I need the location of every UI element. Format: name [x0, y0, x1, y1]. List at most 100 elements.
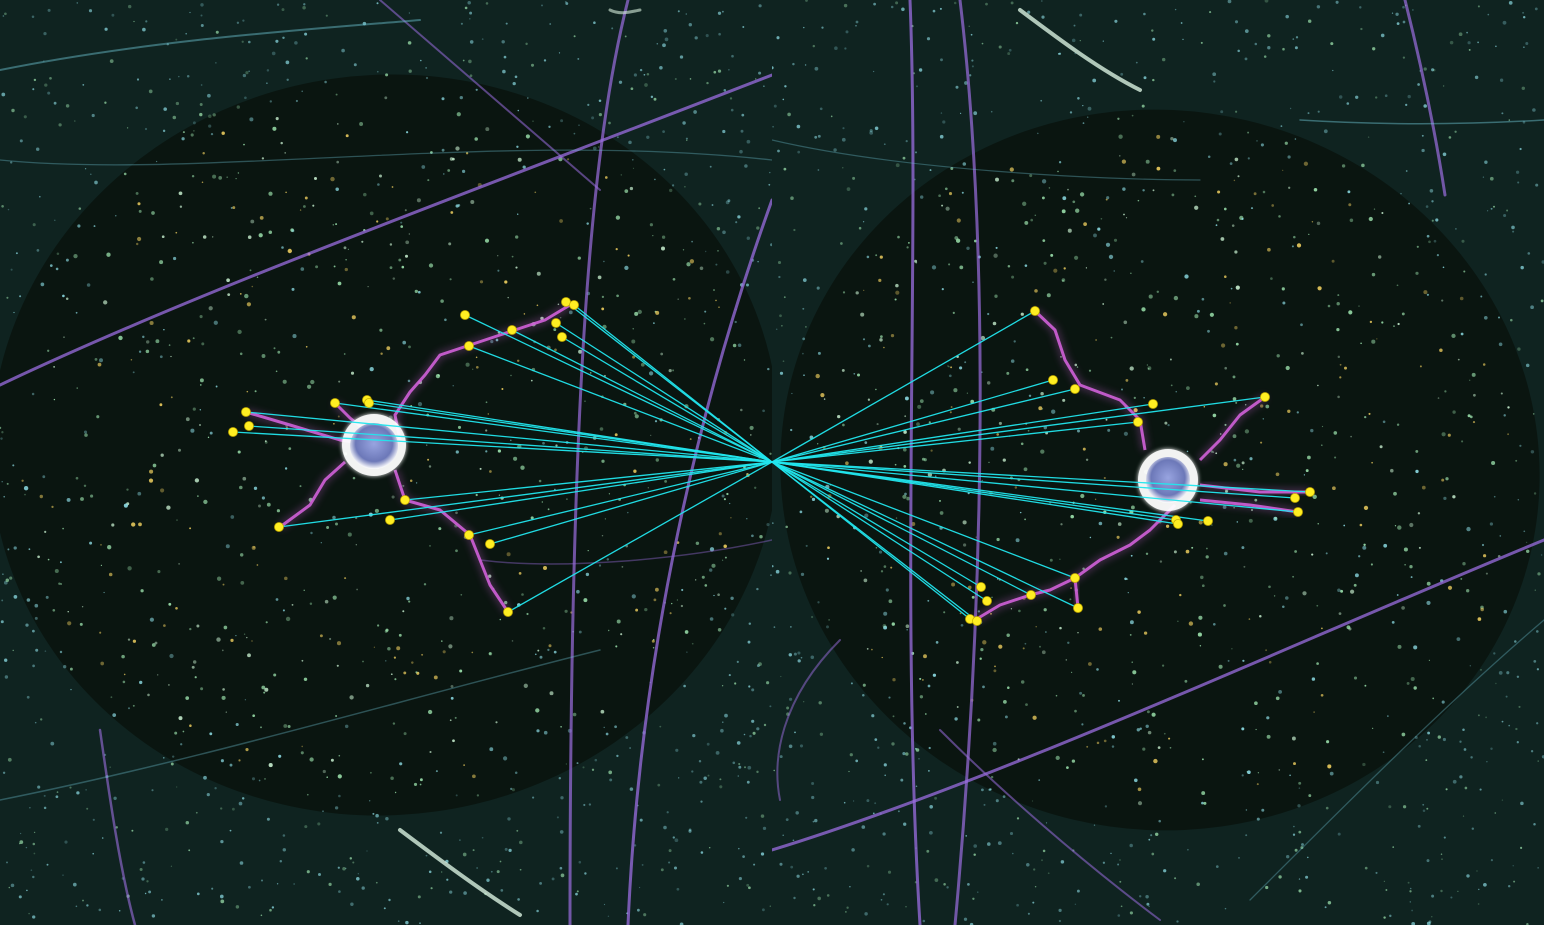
- fiber-left: [608, 8, 642, 15]
- speckle: [208, 306, 213, 311]
- speckle: [154, 641, 158, 645]
- speckle: [83, 484, 87, 488]
- keypoint-dot: [551, 318, 561, 328]
- speckle: [1308, 794, 1312, 798]
- speckle: [987, 312, 990, 316]
- speckle: [455, 146, 460, 151]
- speckle: [1360, 342, 1362, 345]
- speckle: [1478, 888, 1480, 891]
- speckle: [35, 648, 39, 652]
- speckle: [659, 725, 662, 728]
- speckle: [1147, 367, 1150, 370]
- speckle: [724, 556, 727, 559]
- speckle: [320, 542, 322, 544]
- speckle: [1023, 467, 1028, 472]
- speckle: [717, 628, 722, 632]
- speckle: [1525, 42, 1529, 45]
- speckle: [251, 640, 253, 642]
- keypoint-dot: [1290, 493, 1300, 503]
- speckle: [452, 739, 455, 743]
- speckle: [1127, 591, 1129, 594]
- speckle: [698, 202, 702, 206]
- speckle: [335, 223, 338, 226]
- speckle: [103, 591, 105, 594]
- speckle: [746, 283, 749, 287]
- speckle: [1, 480, 3, 483]
- speckle: [442, 650, 446, 654]
- speckle: [1209, 312, 1214, 317]
- speckle: [40, 718, 43, 721]
- speckle: [817, 169, 820, 171]
- speckle: [206, 792, 210, 797]
- speckle: [427, 179, 430, 182]
- speckle: [386, 346, 391, 351]
- speckle: [1124, 577, 1127, 581]
- speckle: [676, 887, 680, 891]
- speckle: [549, 691, 554, 696]
- speckle: [1171, 193, 1175, 197]
- speckle: [1479, 788, 1482, 791]
- speckle: [673, 866, 678, 870]
- speckle: [777, 149, 780, 153]
- speckle: [337, 281, 342, 286]
- keypoint-dot: [400, 495, 410, 505]
- speckle: [1375, 780, 1380, 785]
- speckle: [379, 328, 383, 332]
- speckle: [1353, 676, 1358, 680]
- speckle: [1321, 627, 1323, 630]
- speckle: [860, 570, 862, 572]
- speckle: [682, 249, 685, 251]
- match-line: [771, 310, 1036, 463]
- speckle: [405, 240, 410, 245]
- speckle: [1105, 418, 1108, 421]
- speckle: [558, 777, 561, 780]
- speckle: [393, 656, 396, 659]
- speckle: [485, 127, 490, 132]
- speckle: [1102, 303, 1105, 305]
- speckle: [455, 450, 459, 454]
- speckle: [1326, 740, 1330, 744]
- speckle: [1535, 183, 1539, 187]
- speckle: [1222, 505, 1227, 510]
- speckle: [1145, 552, 1149, 556]
- speckle: [479, 467, 482, 470]
- speckle: [1494, 812, 1497, 814]
- speckle: [1402, 20, 1406, 24]
- speckle: [200, 14, 203, 17]
- speckle: [1216, 218, 1220, 222]
- speckle: [240, 581, 245, 585]
- speckle: [981, 479, 983, 482]
- speckle: [238, 801, 243, 806]
- speckle: [1485, 716, 1487, 719]
- speckle: [275, 370, 278, 373]
- speckle: [1027, 429, 1030, 432]
- speckle: [746, 139, 751, 144]
- speckle: [504, 280, 508, 284]
- speckle: [1445, 788, 1448, 791]
- speckle: [1330, 42, 1334, 46]
- speckle: [656, 43, 659, 45]
- speckle: [148, 890, 152, 894]
- speckle: [1037, 132, 1039, 135]
- speckle: [679, 55, 684, 59]
- speckle: [1122, 187, 1126, 191]
- speckle: [995, 799, 999, 803]
- speckle: [74, 120, 76, 122]
- speckle: [149, 320, 154, 326]
- speckle: [285, 60, 290, 65]
- speckle: [680, 604, 684, 608]
- speckle: [1247, 770, 1251, 775]
- speckle: [1215, 452, 1218, 455]
- speckle: [380, 352, 383, 355]
- speckle: [1067, 641, 1070, 645]
- match-line: [771, 461, 982, 588]
- speckle: [1227, 659, 1230, 662]
- speckle: [172, 256, 177, 261]
- speckle: [1490, 747, 1493, 751]
- speckle: [731, 613, 735, 617]
- speckle: [463, 891, 467, 895]
- speckle: [891, 742, 895, 746]
- speckle: [1292, 38, 1295, 40]
- speckle: [1466, 31, 1468, 34]
- speckle: [242, 19, 245, 22]
